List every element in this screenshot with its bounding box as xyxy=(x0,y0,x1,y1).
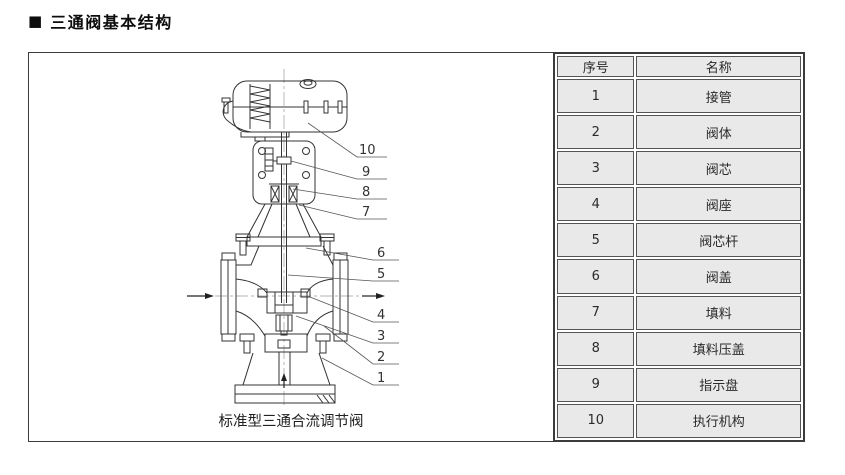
right-outlet-arrow-icon xyxy=(362,293,385,299)
part-number-cell: 3 xyxy=(557,151,635,186)
table-row: 10 执行机构 xyxy=(557,403,801,438)
callout-1: 1 xyxy=(377,371,385,386)
vent-fitting-icon xyxy=(299,79,317,89)
callout-6: 6 xyxy=(377,246,385,261)
part-name-cell: 阀芯杆 xyxy=(636,223,801,258)
callout-7: 7 xyxy=(362,205,370,220)
part-name-cell: 指示盘 xyxy=(636,367,801,402)
packing-gland xyxy=(269,183,299,203)
table-row: 3 阀芯 xyxy=(557,151,801,186)
callout-9: 9 xyxy=(362,165,370,180)
callout-10: 10 xyxy=(359,143,376,158)
content-area: 10 9 8 7 6 5 4 3 2 1 标准型三通合流调节阀 序号 名称 xyxy=(28,52,805,442)
part-name-cell: 阀座 xyxy=(636,187,801,222)
flange-bolt-icons xyxy=(303,100,343,114)
flow-arrows xyxy=(187,293,385,388)
part-name-cell: 阀芯 xyxy=(636,151,801,186)
parts-table: 序号 名称 1 接管 2 阀体 3 阀芯 4 阀 xyxy=(553,52,805,442)
spring-coil xyxy=(249,85,271,123)
callout-numbers: 10 9 8 7 6 5 4 3 2 1 xyxy=(359,143,385,386)
part-name-cell: 接管 xyxy=(636,79,801,114)
part-name-cell: 填料压盖 xyxy=(636,331,801,366)
part-number-cell: 10 xyxy=(557,403,635,438)
left-inlet-arrow-icon xyxy=(187,293,214,299)
table-row: 1 接管 xyxy=(557,79,801,114)
valve-body-drawing xyxy=(220,245,349,404)
part-number-cell: 9 xyxy=(557,367,635,402)
callout-4: 4 xyxy=(377,308,385,323)
table-row: 8 填料压盖 xyxy=(557,331,801,366)
callout-5: 5 xyxy=(377,267,385,282)
section-title: ■ 三通阀基本结构 xyxy=(28,8,173,34)
actuator-drawing xyxy=(221,79,348,142)
table-row: 2 阀体 xyxy=(557,115,801,150)
part-number-cell: 4 xyxy=(557,187,635,222)
callout-2: 2 xyxy=(377,350,385,365)
part-number-cell: 1 xyxy=(557,79,635,114)
page-title: 三通阀基本结构 xyxy=(50,13,173,32)
diagram-caption: 标准型三通合流调节阀 xyxy=(219,413,364,430)
callout-3: 3 xyxy=(377,329,385,344)
square-bullet-icon: ■ xyxy=(28,11,43,30)
part-number-cell: 5 xyxy=(557,223,635,258)
table-row: 9 指示盘 xyxy=(557,367,801,402)
valve-diagram-panel: 10 9 8 7 6 5 4 3 2 1 标准型三通合流调节阀 xyxy=(28,52,553,442)
part-name-cell: 阀体 xyxy=(636,115,801,150)
part-number-cell: 2 xyxy=(557,115,635,150)
col-header-name: 名称 xyxy=(636,56,801,77)
part-name-cell: 阀盖 xyxy=(636,259,801,294)
yoke-and-bonnet-drawing xyxy=(235,132,335,303)
part-name-cell: 执行机构 xyxy=(636,403,801,438)
part-number-cell: 8 xyxy=(557,331,635,366)
part-number-cell: 6 xyxy=(557,259,635,294)
bottom-inlet-arrow-icon xyxy=(281,373,287,388)
col-header-number: 序号 xyxy=(557,56,635,77)
three-way-valve-drawing: 10 9 8 7 6 5 4 3 2 1 标准型三通合流调节阀 xyxy=(187,69,399,430)
callout-leaders xyxy=(287,122,399,386)
table-header-row: 序号 名称 xyxy=(557,56,801,77)
bracket-bolt-icon xyxy=(221,97,231,114)
parts-table-panel: 序号 名称 1 接管 2 阀体 3 阀芯 4 阀 xyxy=(553,52,805,442)
callout-8: 8 xyxy=(362,185,370,200)
table-row: 7 填料 xyxy=(557,295,801,330)
part-name-cell: 填料 xyxy=(636,295,801,330)
part-number-cell: 7 xyxy=(557,295,635,330)
table-row: 5 阀芯杆 xyxy=(557,223,801,258)
table-row: 6 阀盖 xyxy=(557,259,801,294)
bottom-bolt-icons xyxy=(239,333,331,354)
table-row: 4 阀座 xyxy=(557,187,801,222)
